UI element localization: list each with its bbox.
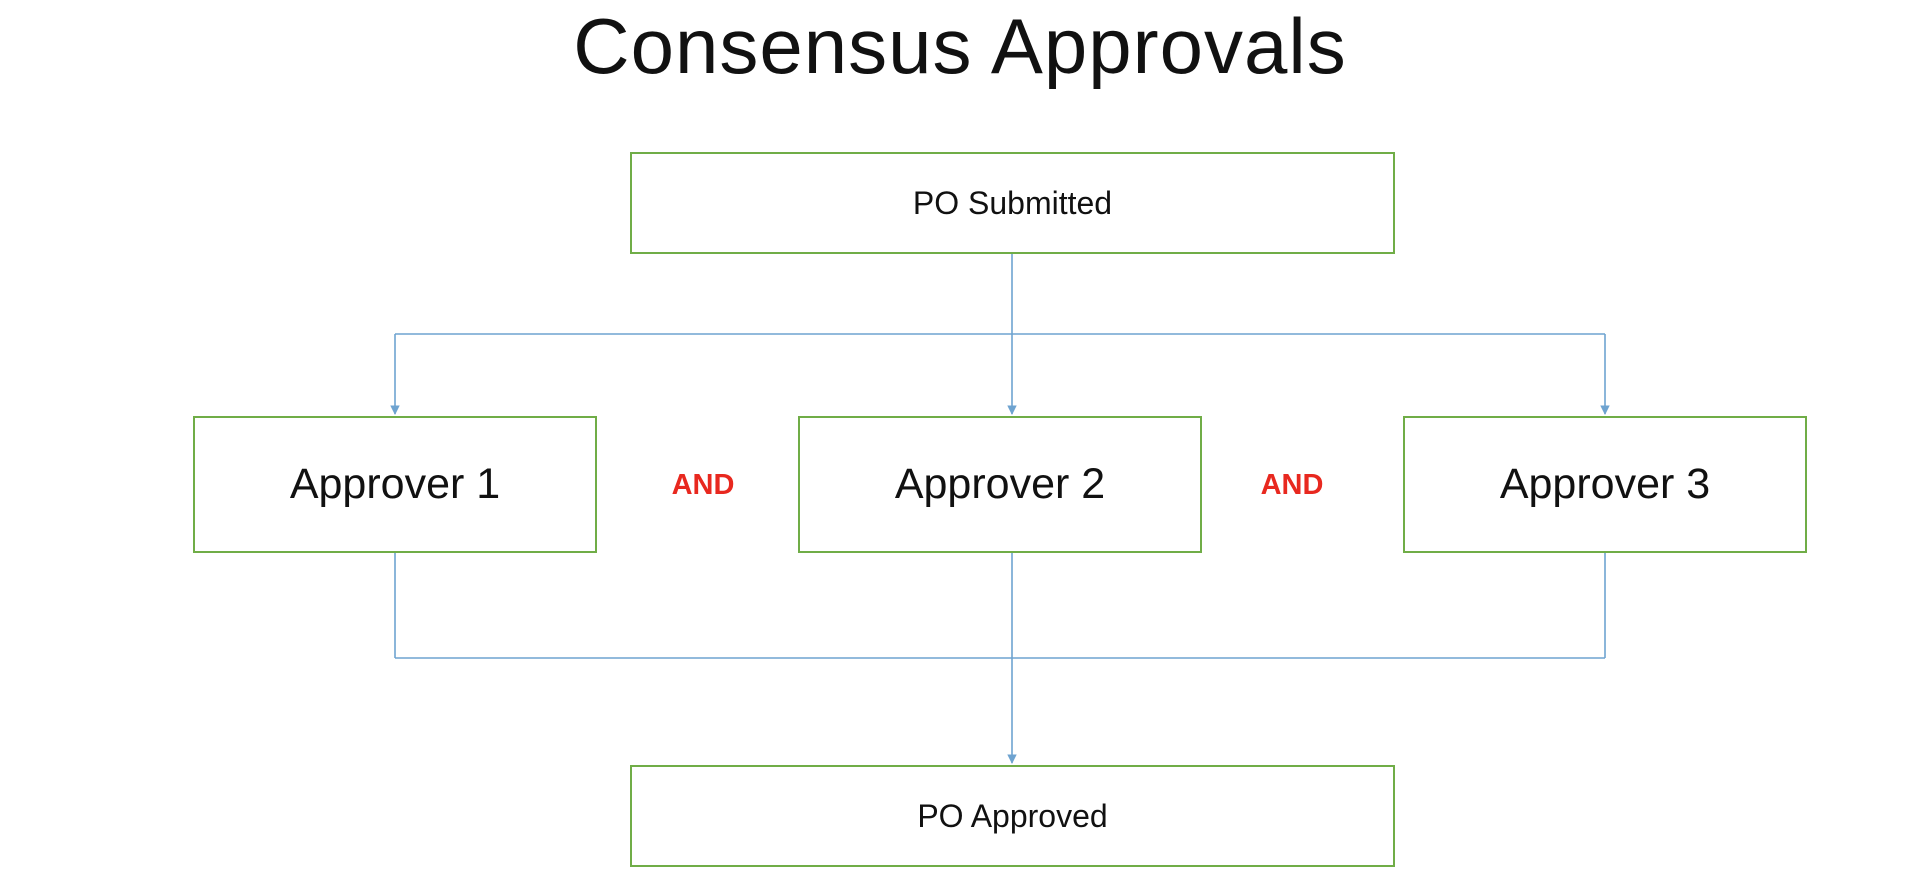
node-approver-2-label: Approver 2 [894,460,1106,508]
operator-and-2: AND [1260,469,1324,501]
node-approver-3: Approver 3 [1403,416,1807,553]
node-approver-1-label: Approver 1 [289,460,501,508]
node-po-approved-label: PO Approved [917,797,1108,834]
node-approver-1: Approver 1 [193,416,597,553]
node-approver-3-label: Approver 3 [1499,460,1711,508]
operator-and-1: AND [671,469,735,501]
node-po-approved: PO Approved [630,765,1395,867]
diagram-title: Consensus Approvals [573,2,1347,90]
node-approver-2: Approver 2 [798,416,1202,553]
node-po-submitted: PO Submitted [630,152,1395,254]
node-po-submitted-label: PO Submitted [912,184,1113,221]
